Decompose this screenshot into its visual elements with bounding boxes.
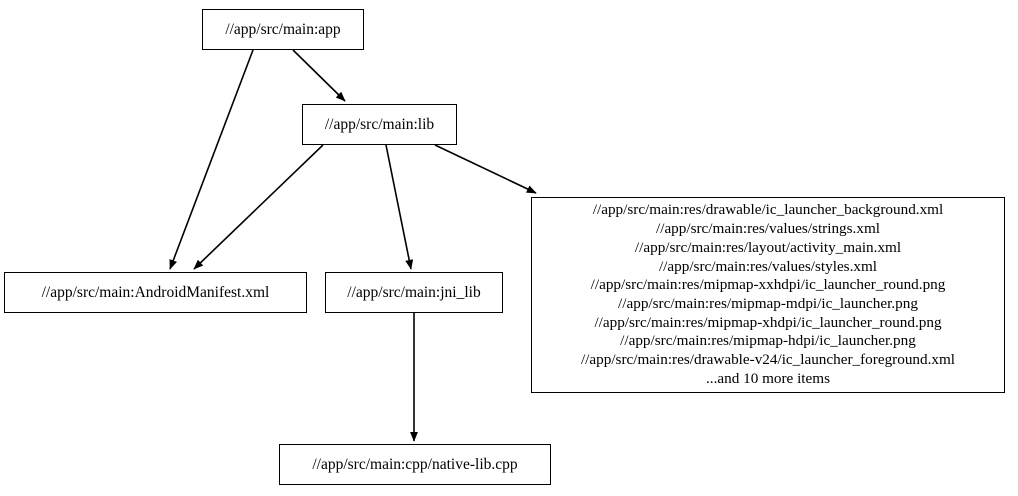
edge-lib-to-jni-lib bbox=[385, 144, 414, 270]
node-res-group-line: //app/src/main:res/mipmap-xxhdpi/ic_laun… bbox=[590, 276, 946, 294]
node-res-group-line: //app/src/main:res/mipmap-mdpi/ic_launch… bbox=[618, 295, 918, 312]
node-native-lib-cpp-label: //app/src/main:cpp/native-lib.cpp bbox=[312, 455, 518, 473]
node-jni-lib[interactable]: //app/src/main:jni_lib bbox=[325, 272, 503, 313]
edge-lib-to-manifest bbox=[193, 144, 324, 270]
node-lib[interactable]: //app/src/main:lib bbox=[302, 104, 457, 145]
node-jni-lib-label: //app/src/main:jni_lib bbox=[347, 283, 481, 301]
edge-app-to-manifest bbox=[169, 49, 254, 270]
node-res-group-line: //app/src/main:res/mipmap-hdpi/ic_launch… bbox=[620, 332, 916, 350]
edge-lib-to-res-group bbox=[434, 144, 537, 194]
node-app[interactable]: //app/src/main:app bbox=[202, 9, 364, 50]
node-res-group-line: //app/src/main:res/values/strings.xml bbox=[656, 220, 880, 238]
node-res-group-line: ...and 10 more items bbox=[705, 369, 830, 387]
node-res-group-lines: //app/src/main:res/drawable/ic_launcher_… bbox=[532, 201, 1004, 388]
node-android-manifest-label: //app/src/main:AndroidManifest.xml bbox=[41, 283, 270, 301]
node-res-group-line: //app/src/main:res/drawable/ic_launcher_… bbox=[592, 201, 944, 219]
node-native-lib-cpp[interactable]: //app/src/main:cpp/native-lib.cpp bbox=[279, 444, 551, 485]
node-res-group-line: //app/src/main:res/values/styles.xml bbox=[658, 257, 878, 275]
edge-app-to-lib bbox=[292, 49, 346, 102]
node-android-manifest[interactable]: //app/src/main:AndroidManifest.xml bbox=[4, 272, 307, 313]
node-app-label: //app/src/main:app bbox=[225, 20, 341, 38]
node-res-group[interactable]: //app/src/main:res/drawable/ic_launcher_… bbox=[531, 197, 1005, 393]
node-res-group-line: //app/src/main:res/layout/activity_main.… bbox=[634, 238, 902, 256]
node-lib-label: //app/src/main:lib bbox=[324, 115, 435, 133]
node-res-group-line: //app/src/main:res/drawable-v24/ic_launc… bbox=[580, 351, 956, 369]
node-res-group-line: //app/src/main:res/mipmap-xhdpi/ic_launc… bbox=[594, 313, 942, 331]
